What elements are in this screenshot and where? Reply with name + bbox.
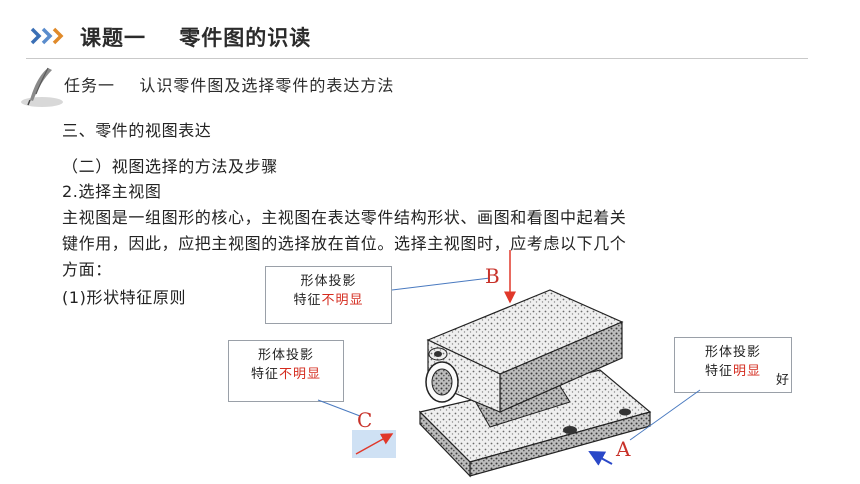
paragraph-line: 主视图是一组图形的核心，主视图在表达零件结构形状、画图和看图中起着关 [62,208,627,227]
callout-c-line2: 特征不明显 [229,365,343,384]
callout-c-prefix: 特征 [250,367,279,382]
callout-b-highlight: 不明显 [321,293,364,308]
header-divider [26,58,808,59]
task-title: 任务一 认识零件图及选择零件的表达方法 [64,76,395,95]
callout-b-prefix: 特征 [293,293,322,308]
callout-c: 形体投影 特征不明显 [228,340,344,402]
callout-c-line1: 形体投影 [257,348,314,363]
triple-chevron-icon [30,27,64,45]
view-a-arrow [588,451,613,466]
callout-b-line2: 特征不明显 [266,291,391,310]
principle-label: (1)形状特征原则 [62,288,187,307]
callout-b: 形体投影 特征不明显 [265,266,392,324]
callout-a-line2: 特征明显 [675,362,791,381]
view-c-arrow [355,433,394,455]
callout-a: 形体投影 特征明显 [674,337,792,393]
paragraph-line: 键作用，因此，应把主视图的选择放在首位。选择主视图时，应考虑以下几个 [62,234,627,253]
step-heading: 2.选择主视图 [62,182,162,201]
callout-b-leader [391,277,491,291]
bracket-part-illustration [418,289,652,478]
paragraph-line: 方面： [62,260,112,279]
callout-c-highlight: 不明显 [279,367,322,382]
callout-a-highlight: 明显 [733,364,762,379]
callout-a-line1: 形体投影 [704,345,761,360]
callout-a-leader [629,389,701,441]
view-label-b: B [485,264,500,288]
page-title: 课题一 零件图的识读 [80,26,312,50]
callout-a-prefix: 特征 [704,364,733,379]
subsection-heading: （二）视图选择的方法及步骤 [62,157,278,176]
view-label-a: A [616,437,631,461]
callout-b-line1: 形体投影 [300,274,357,289]
callout-c-leader [317,399,361,417]
quill-pen-icon [21,67,63,107]
section-heading: 三、零件的视图表达 [62,121,212,140]
view-label-c: C [357,408,373,432]
callout-a-suffix: 好 [776,373,791,388]
